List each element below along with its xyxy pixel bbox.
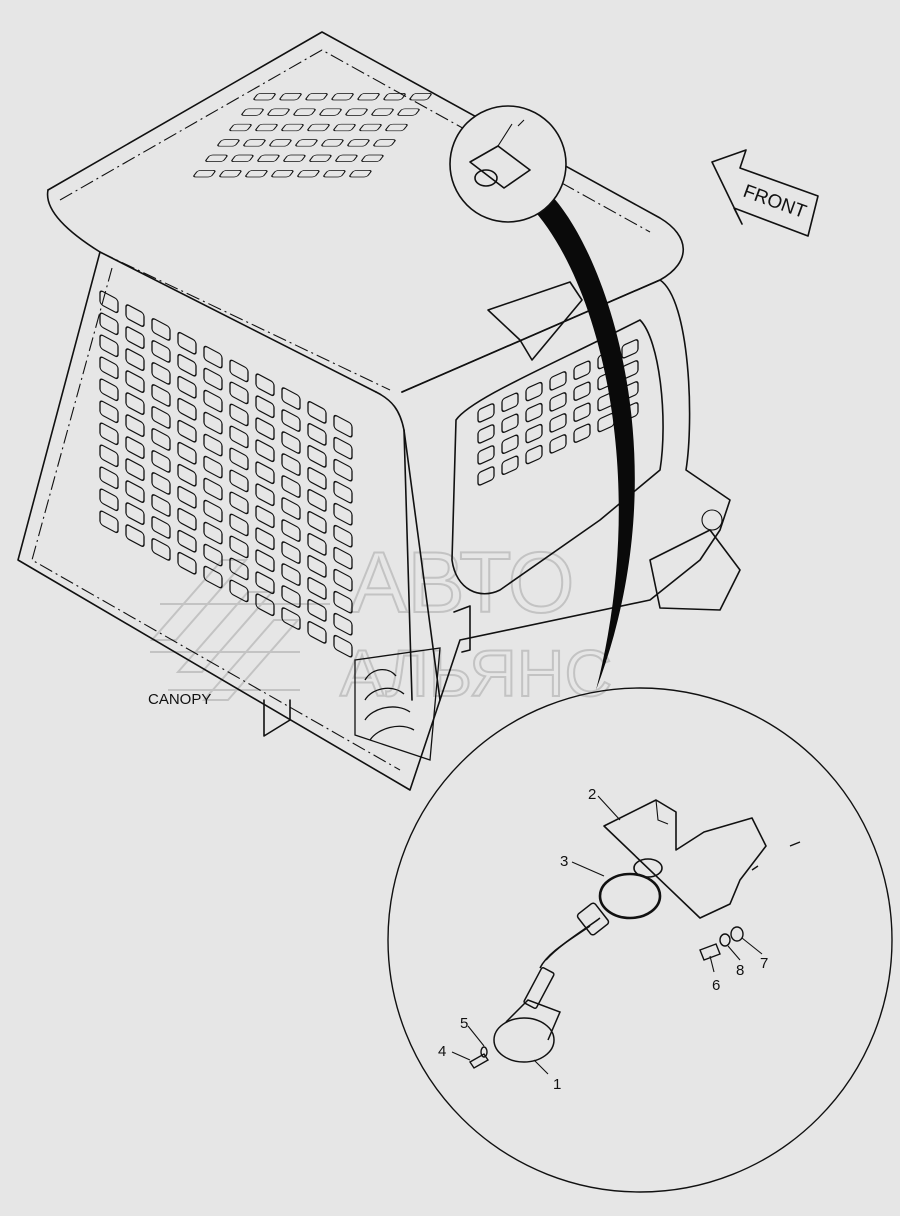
callout-5: 5 <box>460 1015 468 1032</box>
canopy-rear-panel <box>401 279 741 701</box>
work-lamp <box>493 902 610 1063</box>
canopy-side-panel <box>17 251 441 791</box>
callout-4: 4 <box>438 1043 446 1060</box>
callout-6: 6 <box>712 977 720 994</box>
callout-3: 3 <box>560 853 568 870</box>
canopy-label: CANOPY <box>148 691 211 708</box>
roof-vent-grille <box>192 92 433 178</box>
callout-8: 8 <box>736 962 744 979</box>
side-louvers <box>354 647 441 761</box>
exploded-view-detail: 1 2 3 4 5 6 7 8 <box>387 687 893 1193</box>
bracket <box>603 799 767 919</box>
watermark-logo-icon <box>149 559 330 701</box>
watermark-line2: АЛЬЯНС <box>340 636 612 710</box>
detail-swoosh <box>530 196 635 690</box>
front-direction-arrow: FRONT <box>711 149 819 237</box>
callout-leaders <box>451 795 763 1075</box>
gasket <box>598 872 662 920</box>
side-grille <box>99 290 353 659</box>
lamp-location-detail <box>449 105 567 223</box>
callout-7: 7 <box>760 955 768 972</box>
callout-1: 1 <box>553 1076 561 1093</box>
hardware <box>469 841 801 1069</box>
callout-2: 2 <box>588 786 596 803</box>
